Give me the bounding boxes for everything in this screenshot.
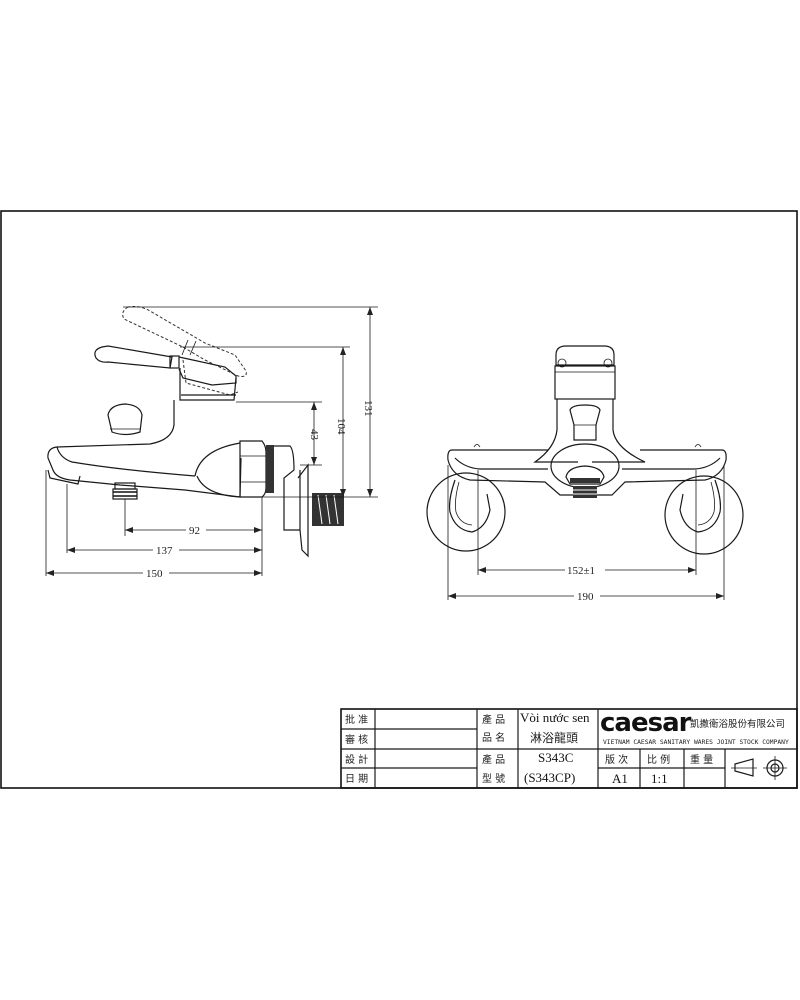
product-name-vi: Vòi nước sen (520, 710, 590, 725)
label-designed: 設 計 (345, 753, 368, 766)
brand-logo: caesar (600, 708, 692, 738)
front-view (426, 345, 744, 555)
label-scale: 比 例 (647, 753, 670, 766)
company-name-en: VIETNAM CAESAR SANITARY WARES JOINT STOC… (603, 739, 789, 746)
front-view-dimensions: 152±1 190 (447, 465, 725, 603)
dim-137: 137 (156, 545, 173, 557)
label-approved: 批 准 (345, 713, 368, 726)
scale-value: 1:1 (651, 771, 668, 786)
dim-104: 104 (335, 418, 347, 435)
label-model-1: 產 品 (482, 753, 505, 766)
label-product-name-1: 產 品 (482, 713, 505, 726)
dim-43: 43 (308, 429, 320, 441)
model-number-alt: (S343CP) (524, 770, 575, 785)
dim-190: 190 (577, 591, 594, 603)
label-reviewed: 審 核 (345, 733, 368, 746)
product-name-zh: 淋浴龍頭 (530, 730, 578, 745)
label-weight: 重 量 (690, 753, 713, 766)
third-angle-projection-icon (731, 756, 787, 780)
label-date: 日 期 (345, 773, 368, 785)
dim-92: 92 (189, 525, 200, 537)
label-model-2: 型 號 (482, 772, 505, 785)
front-outlet-thread (573, 486, 597, 498)
dim-131: 131 (362, 400, 374, 417)
nut-thread (266, 445, 274, 493)
dim-150: 150 (146, 568, 163, 580)
label-version: 版 次 (605, 753, 628, 766)
company-name-zh: 凱撒衛浴股份有限公司 (690, 718, 785, 730)
model-number: S343C (538, 750, 573, 765)
version-value: A1 (612, 771, 628, 786)
dim-152: 152±1 (567, 565, 595, 577)
side-view-dimensions: 131 104 43 92 137 150 (45, 306, 378, 580)
title-block: 批 准 審 核 設 計 日 期 產 品 品 名 Vòi nước sen 淋浴龍… (340, 708, 798, 789)
outlet-thread (112, 488, 138, 500)
side-view (47, 306, 344, 558)
label-product-name-2: 品 名 (482, 731, 505, 744)
